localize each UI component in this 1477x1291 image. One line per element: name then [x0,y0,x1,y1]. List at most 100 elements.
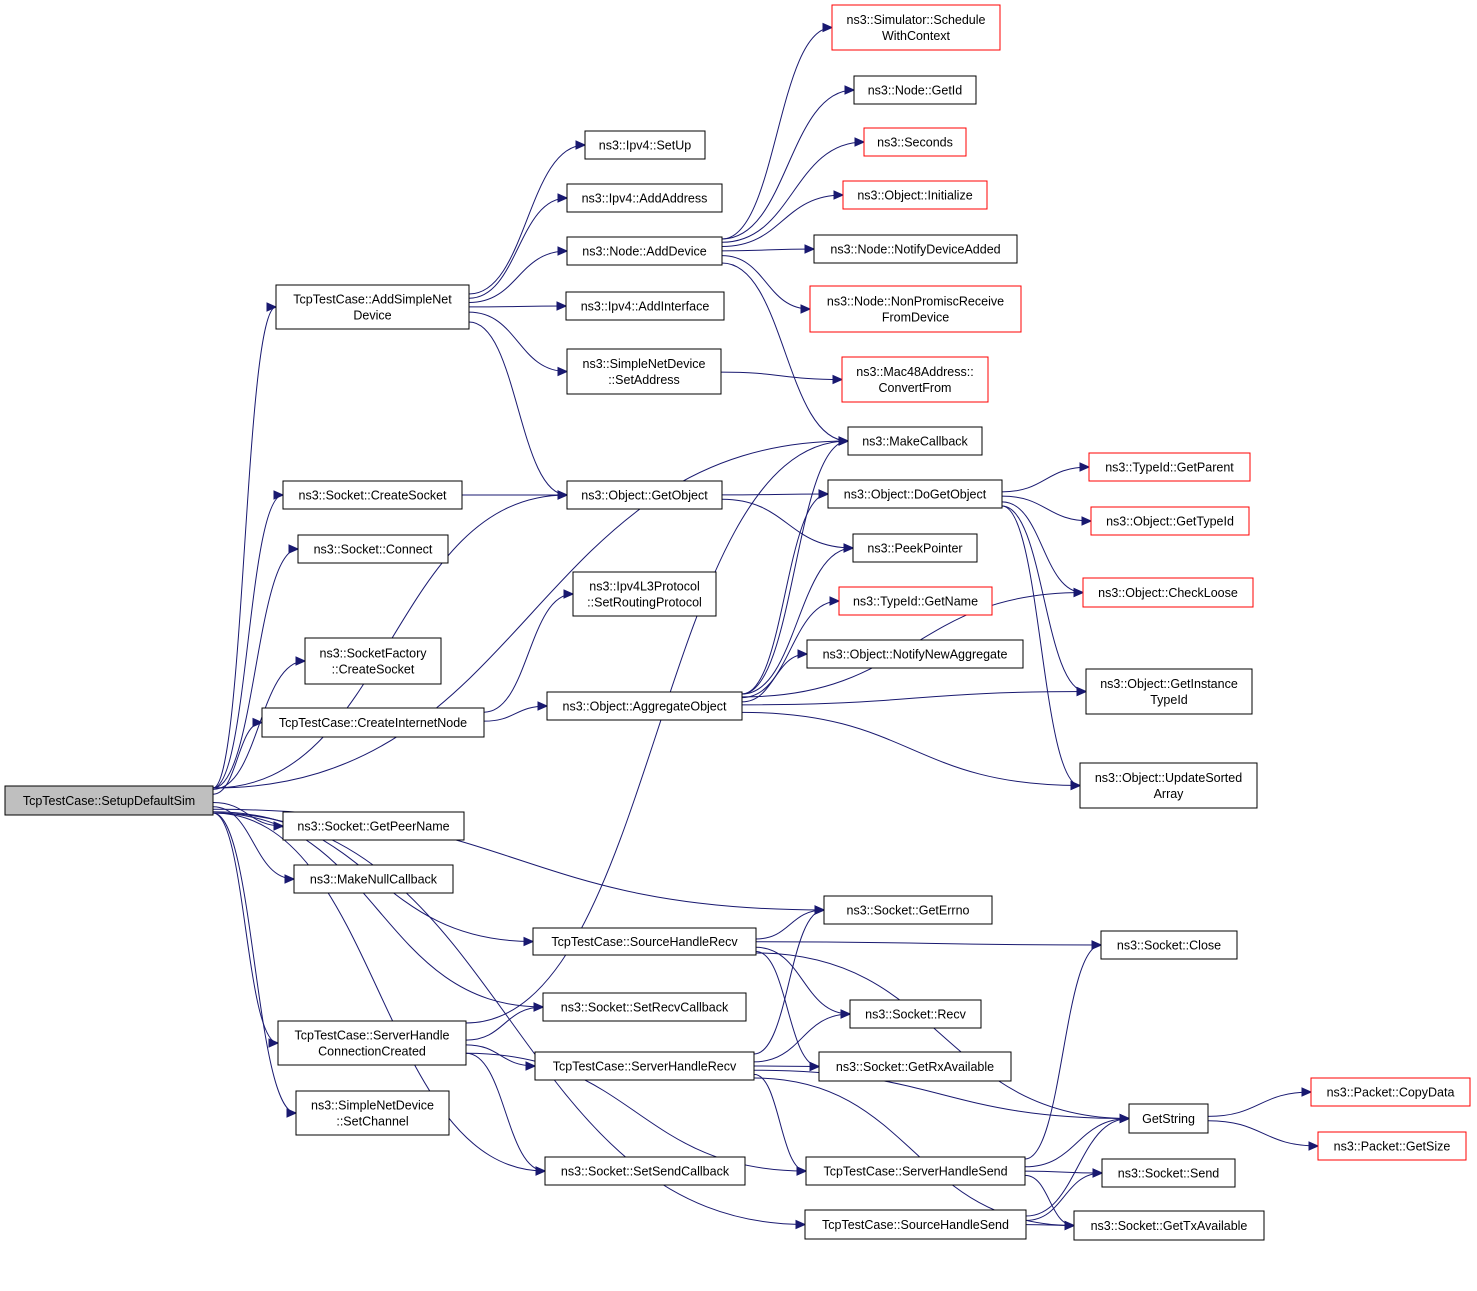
node-socket-connect[interactable]: ns3::Socket::Connect [297,534,449,564]
edge-server_handle_recv-to-socket_get_errno [753,909,825,1055]
edge-source_handle_send-to-socket_send [1025,1172,1103,1221]
node-socket-recv[interactable]: ns3::Socket::Recv [849,999,982,1029]
node-box [847,426,983,456]
node-socket-get-rx-available[interactable]: ns3::Socket::GetRxAvailable [818,1051,1012,1082]
node-typeid-get-parent[interactable]: ns3::TypeId::GetParent [1088,452,1251,482]
edge-setup_default_sim-to-socket_connect [212,548,299,789]
node-mac48-convert-from[interactable]: ns3::Mac48Address::ConvertFrom [841,356,989,403]
node-box [544,1156,746,1186]
node-create-internet-node[interactable]: TcpTestCase::CreateInternetNode [261,707,485,738]
node-socket-create-socket[interactable]: ns3::Socket::CreateSocket [282,480,463,510]
node-object-notify-new-aggregate[interactable]: ns3::Object::NotifyNewAggregate [806,639,1024,669]
node-box [838,586,993,616]
edge-object_do_get_object-to-object_update_sorted_array [1001,505,1081,786]
node-make-callback[interactable]: ns3::MakeCallback [847,426,983,456]
node-label: ::SetRoutingProtocol [587,596,702,610]
node-label: ns3::Socket::SetSendCallback [561,1165,730,1179]
node-server-handle-recv[interactable]: TcpTestCase::ServerHandleRecv [534,1051,755,1081]
node-label: ns3::Ipv4::SetUp [599,139,691,153]
node-socket-set-send-callback[interactable]: ns3::Socket::SetSendCallback [544,1156,746,1186]
node-label: ns3::Mac48Address:: [856,365,973,379]
node-box [297,534,449,564]
node-label: ns3::Socket::SetRecvCallback [561,1001,729,1015]
node-box [282,811,465,841]
edge-server_handle_recv-to-socket_get_tx_available [753,1077,1075,1226]
node-box [1090,506,1250,536]
edge-server_handle_connection_created-to-socket_set_recv_callback [465,1006,544,1041]
edge-setup_default_sim-to-socket_set_send_callback [212,812,546,1172]
node-socket-close[interactable]: ns3::Socket::Close [1100,930,1238,960]
node-ipv4-add-address[interactable]: ns3::Ipv4::AddAddress [566,183,723,213]
edge-setup_default_sim-to-simple_net_device_set_channel [212,812,297,1114]
node-label: TcpTestCase::ServerHandle [295,1029,450,1043]
node-object-initialize[interactable]: ns3::Object::Initialize [842,180,988,210]
node-box [282,480,463,510]
node-box [853,75,977,105]
node-socket-get-peer-name[interactable]: ns3::Socket::GetPeerName [282,811,465,841]
node-box [1128,1103,1209,1134]
edge-get_string-to-packet_get_size [1207,1120,1319,1147]
node-socket-send[interactable]: ns3::Socket::Send [1101,1158,1236,1188]
node-socket-get-tx-available[interactable]: ns3::Socket::GetTxAvailable [1073,1210,1265,1241]
node-socket-factory-create-socket[interactable]: ns3::SocketFactory::CreateSocket [304,637,442,685]
arrowhead [295,656,307,666]
node-source-handle-recv[interactable]: TcpTestCase::SourceHandleRecv [532,927,757,956]
node-socket-set-recv-callback[interactable]: ns3::Socket::SetRecvCallback [542,992,747,1022]
edge-object_do_get_object-to-object_check_loose [1001,501,1084,593]
node-server-handle-send[interactable]: TcpTestCase::ServerHandleSend [805,1156,1026,1186]
node-label: ns3::PeekPointer [867,542,962,556]
node-setup-default-sim[interactable]: TcpTestCase::SetupDefaultSim [4,785,214,816]
node-node-add-device[interactable]: ns3::Node::AddDevice [566,236,723,266]
node-object-check-loose[interactable]: ns3::Object::CheckLoose [1082,577,1254,608]
edge-source_handle_send-to-get_string [1025,1118,1130,1217]
node-socket-get-errno[interactable]: ns3::Socket::GetErrno [823,895,993,925]
node-node-get-id[interactable]: ns3::Node::GetId [853,75,977,105]
node-object-aggregate-object[interactable]: ns3::Object::AggregateObject [546,691,743,721]
node-object-get-object[interactable]: ns3::Object::GetObject [566,480,723,510]
node-ipv4-add-interface[interactable]: ns3::Ipv4::AddInterface [565,291,725,321]
node-make-null-callback[interactable]: ns3::MakeNullCallback [293,864,454,894]
node-packet-copy-data[interactable]: ns3::Packet::CopyData [1310,1077,1471,1107]
node-node-notify-device-added[interactable]: ns3::Node::NotifyDeviceAdded [813,234,1018,264]
node-server-handle-connection-created[interactable]: TcpTestCase::ServerHandleConnectionCreat… [277,1020,467,1066]
node-source-handle-send[interactable]: TcpTestCase::SourceHandleSend [804,1209,1027,1240]
node-label: ns3::Ipv4::AddInterface [581,300,710,314]
node-box [534,1051,755,1081]
node-simple-net-device-set-address[interactable]: ns3::SimpleNetDevice::SetAddress [566,348,722,395]
arrowhead [1079,462,1091,472]
node-label: ns3::Object::Initialize [857,189,972,203]
node-simple-net-device-set-channel[interactable]: ns3::SimpleNetDevice::SetChannel [295,1090,450,1136]
node-box [532,927,757,956]
node-object-do-get-object[interactable]: ns3::Object::DoGetObject [827,479,1003,509]
arrowhead [1076,686,1088,697]
node-peek-pointer[interactable]: ns3::PeekPointer [852,533,978,563]
arrowhead [557,366,569,377]
node-seconds[interactable]: ns3::Seconds [863,127,967,157]
edge-server_handle_recv-to-server_handle_send [753,1073,807,1172]
edge-node_add_device-to-simulator_schedule_with_context [721,27,833,240]
arrowhead [800,304,812,314]
edge-source_handle_recv-to-get_string [755,952,1130,1119]
edge-object_get_object-to-peek_pointer [721,498,854,549]
node-label: ns3::Ipv4L3Protocol [589,580,700,594]
node-packet-get-size[interactable]: ns3::Packet::GetSize [1317,1131,1467,1161]
node-box [1073,1210,1265,1241]
node-ipv4-set-up[interactable]: ns3::Ipv4::SetUp [584,130,706,160]
node-box [804,1209,1027,1240]
arrowhead [840,1009,852,1019]
node-box [295,1090,450,1136]
edge-object_aggregate_object-to-object_do_get_object [741,493,829,695]
node-label: WithContext [882,29,951,43]
node-box [261,707,485,738]
node-get-string[interactable]: GetString [1128,1103,1209,1134]
node-ipv4l3-set-routing-protocol[interactable]: ns3::Ipv4L3Protocol::SetRoutingProtocol [572,571,717,617]
edge-object_get_object-to-object_do_get_object [721,493,829,496]
arrowhead [284,874,296,884]
node-object-get-type-id[interactable]: ns3::Object::GetTypeId [1090,506,1250,536]
node-typeid-get-name[interactable]: ns3::TypeId::GetName [838,586,993,616]
